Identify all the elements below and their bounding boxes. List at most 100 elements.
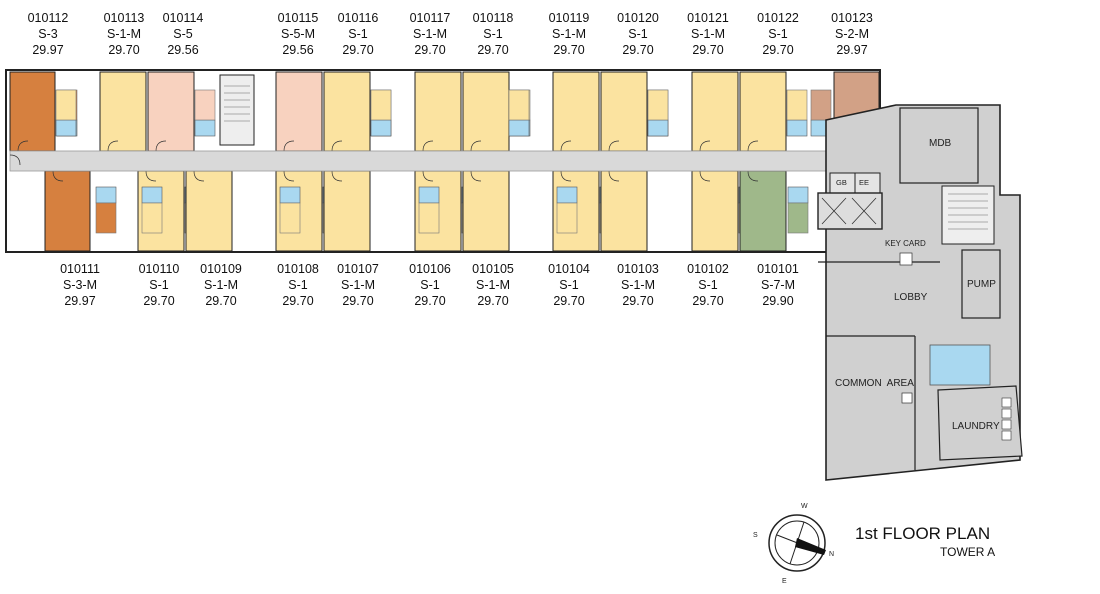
unit-area: 29.70: [205, 294, 237, 308]
bathroom: [508, 119, 530, 137]
door-swing-icon: [608, 170, 620, 182]
unit-room: [323, 71, 371, 152]
unit-id: 010109: [200, 262, 242, 276]
unit-room: [552, 71, 600, 152]
entry: [787, 202, 809, 234]
key-card-door-icon: [899, 252, 913, 266]
bathroom: [55, 119, 77, 137]
unit-id: 010101: [757, 262, 799, 276]
unit-id: 010111: [60, 262, 100, 276]
unit-type: S-5-M: [280, 27, 316, 41]
door-swing-icon: [155, 140, 167, 152]
bathroom: [786, 119, 808, 137]
door-swing-icon: [331, 140, 343, 152]
door-swing-icon: [560, 170, 572, 182]
unit-area: 29.56: [282, 43, 314, 57]
unit-area: 29.97: [836, 43, 868, 57]
entry: [194, 89, 216, 121]
unit-bottom-010101: [739, 170, 809, 252]
bathroom: [279, 186, 301, 204]
unit-area: 29.70: [622, 294, 654, 308]
unit-area: 29.70: [342, 294, 374, 308]
compass-n-label: N: [829, 551, 834, 558]
elevator-cross: [851, 197, 877, 225]
unit-area: 29.70: [477, 294, 509, 308]
door-swing-icon: [283, 140, 295, 152]
door-swing-icon: [608, 140, 620, 152]
unit-type: S-2-M: [834, 27, 870, 41]
compass-s-label: S: [753, 532, 758, 539]
pump-room: [961, 249, 1001, 319]
unit-area: 29.70: [553, 294, 585, 308]
bathroom: [194, 119, 216, 137]
unit-type: S-1-M: [203, 278, 239, 292]
unit-room: [275, 71, 323, 152]
unit-id: 010108: [277, 262, 319, 276]
unit-room: [462, 71, 510, 152]
bathroom: [141, 186, 163, 204]
unit-id: 010107: [337, 262, 379, 276]
unit-id: 010117: [409, 11, 451, 25]
unit-id: 010115: [277, 11, 319, 25]
unit-type: S-7-M: [760, 278, 796, 292]
unit-area: 29.97: [64, 294, 96, 308]
door-swing-icon: [470, 170, 482, 182]
unit-bottom-010103: [556, 170, 648, 252]
unit-area: 29.70: [143, 294, 175, 308]
bathroom: [95, 186, 117, 204]
entry: [55, 89, 77, 121]
unit-room: [44, 170, 91, 252]
bathroom: [556, 186, 578, 204]
unit-id: 010122: [757, 11, 799, 25]
door-swing-icon: [283, 170, 295, 182]
unit-area: 29.70: [692, 43, 724, 57]
unit-id: 010121: [687, 11, 729, 25]
unit-type: S-1: [348, 27, 368, 41]
door-icon: [901, 392, 913, 404]
entry: [418, 202, 440, 234]
unit-area: 29.70: [414, 43, 446, 57]
stair-service: [941, 185, 995, 245]
unit-id: 010120: [617, 11, 659, 25]
unit-area: 29.70: [622, 43, 654, 57]
door-swing-icon: [331, 170, 343, 182]
unit-area: 29.70: [414, 294, 446, 308]
unit-type: S-1-M: [475, 278, 511, 292]
unit-area: 29.70: [762, 43, 794, 57]
unit-type: S-1-M: [620, 278, 656, 292]
stair-box: [219, 74, 255, 146]
unit-room: [691, 71, 739, 152]
door-swing-icon: [107, 140, 119, 152]
door-swing-icon: [747, 140, 759, 152]
unit-type: S-3: [38, 27, 58, 41]
unit-type: S-5: [173, 27, 193, 41]
unit-room: [739, 170, 787, 252]
elevator-cross: [821, 197, 847, 225]
bathroom: [370, 119, 392, 137]
unit-id: 010103: [617, 262, 659, 276]
entry: [810, 89, 832, 121]
entry: [141, 202, 163, 234]
washer-icon: [1001, 408, 1012, 419]
unit-room: [185, 170, 233, 252]
bathroom: [647, 119, 669, 137]
door-swing-icon: [52, 170, 64, 182]
unit-area: 29.70: [692, 294, 724, 308]
unit-id: 010118: [472, 11, 514, 25]
unit-type: S-1-M: [690, 27, 726, 41]
unit-type: S-1-M: [106, 27, 142, 41]
door-swing-icon: [422, 140, 434, 152]
